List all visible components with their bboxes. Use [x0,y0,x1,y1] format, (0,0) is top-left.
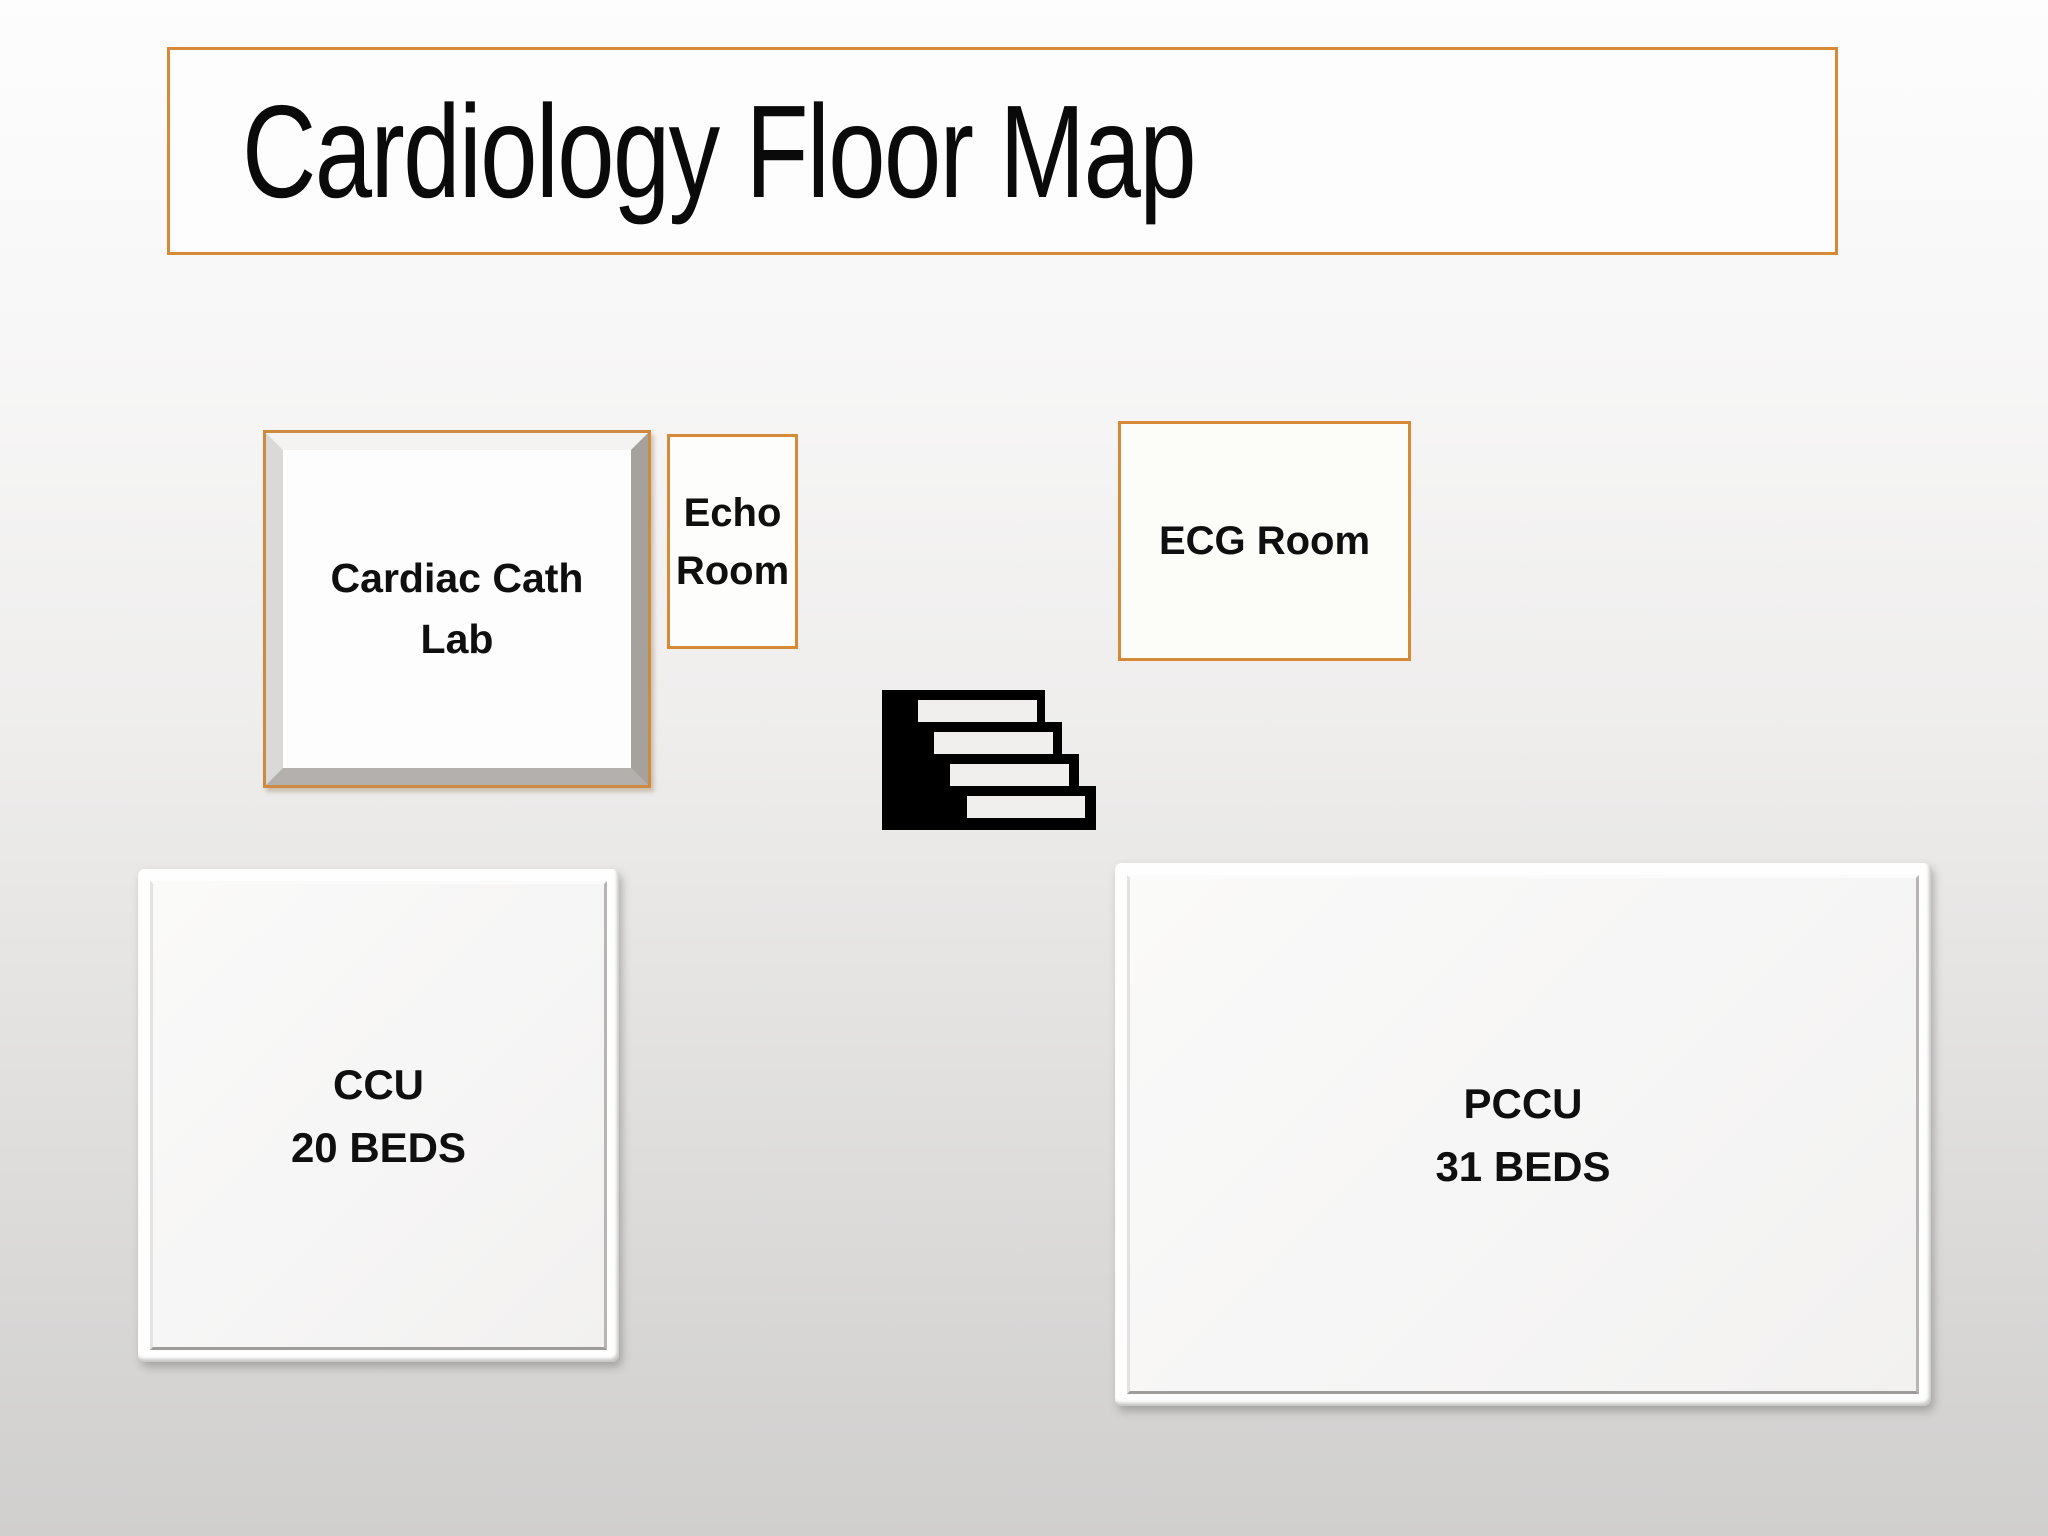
room-label-line: Cardiac Cath [330,554,584,601]
room-echo-label: Echo Room [676,484,789,600]
room-ccu-label: CCU 20 BEDS [291,1053,466,1179]
room-label-line: 31 BEDS [1435,1142,1611,1190]
room-label-line: Echo [683,490,782,535]
room-pccu-label: PCCU 31 BEDS [1435,1072,1610,1198]
room-cardiac-cath-lab-label: Cardiac Cath Lab [331,548,584,671]
room-ccu-face: CCU 20 BEDS [150,881,607,1350]
room-echo: Echo Room [667,434,798,649]
room-label-line: Room [675,548,790,593]
room-ccu: CCU 20 BEDS [138,869,619,1362]
room-label-line: ECG Room [1158,519,1371,563]
room-ecg-label: ECG Room [1159,512,1370,570]
stairs-icon [882,690,1096,830]
room-cardiac-cath-lab-bevel: Cardiac Cath Lab [266,433,648,785]
page-title: Cardiology Floor Map [242,77,1197,225]
room-cardiac-cath-lab: Cardiac Cath Lab [263,430,651,788]
room-ecg: ECG Room [1118,421,1411,661]
room-label-line: PCCU [1463,1079,1583,1127]
room-pccu-face: PCCU 31 BEDS [1127,875,1919,1394]
room-label-line: Lab [420,616,494,662]
room-label-line: 20 BEDS [290,1123,467,1171]
room-label-line: CCU [332,1060,424,1108]
title-box: Cardiology Floor Map [167,47,1838,255]
room-pccu: PCCU 31 BEDS [1115,863,1931,1406]
